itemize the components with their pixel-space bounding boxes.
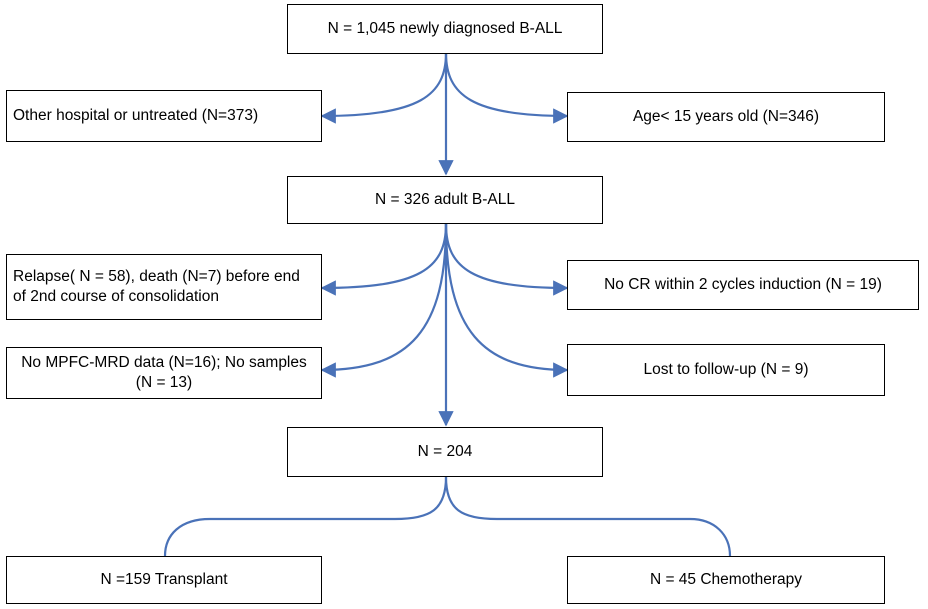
box-other-hospital: Other hospital or untreated (N=373) [6,90,322,142]
box-no-mrd-data: No MPFC-MRD data (N=16); No samples (N =… [6,347,322,399]
arrow-to-other-hospital [320,52,448,124]
arrow-to-no-cr [444,223,569,296]
box-adult-ball: N = 326 adult B-ALL [287,176,603,224]
box-n-204: N = 204 [287,427,603,477]
box-chemotherapy: N = 45 Chemotherapy [567,556,885,604]
arrow-to-lost [444,223,569,378]
box-no-cr: No CR within 2 cycles induction (N = 19) [567,260,919,310]
arrow-to-relapse [320,223,448,296]
box-transplant: N =159 Transplant [6,556,322,604]
connector-to-transplant [163,476,448,557]
arrow-to-no-mrd [320,223,448,378]
box-relapse-death: Relapse( N = 58), death (N=7) before end… [6,254,322,320]
connector-to-chemo [444,476,732,557]
box-newly-diagnosed: N = 1,045 newly diagnosed B-ALL [287,4,603,54]
arrow-to-age [444,52,569,124]
box-lost-follow-up: Lost to follow-up (N = 9) [567,344,885,396]
box-age-under-15: Age< 15 years old (N=346) [567,92,885,142]
